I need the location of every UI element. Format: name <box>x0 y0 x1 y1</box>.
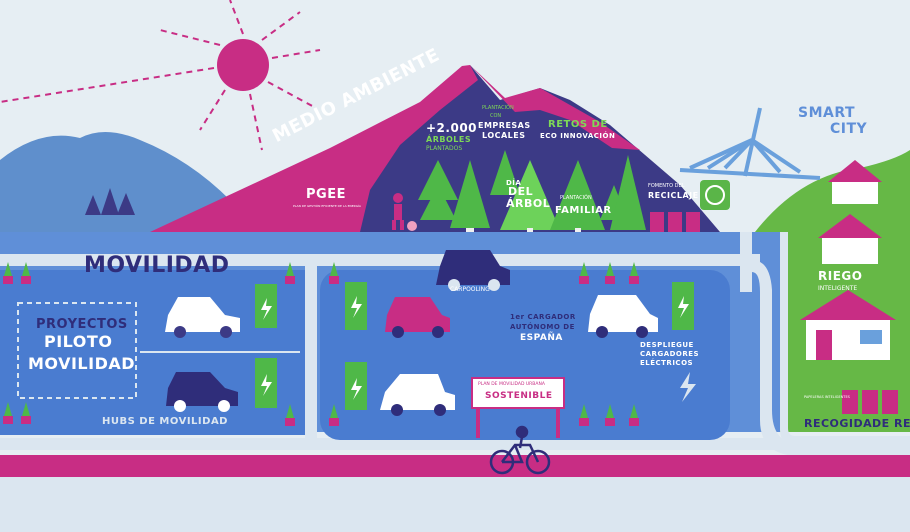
plant-icons <box>3 262 639 426</box>
proyectos-line1: PROYECTOS <box>36 317 128 332</box>
proyectos-frame <box>17 302 137 399</box>
despliegue-line1: DESPLIEGUE <box>640 341 694 349</box>
bridge-icon <box>679 107 821 180</box>
car-icon-4 <box>380 374 455 416</box>
plantacion-familiar-line1: PLANTACIÓN <box>560 195 592 201</box>
small-tree-icons <box>85 188 135 215</box>
pgee-title: PGEE <box>306 187 346 202</box>
dia-line2: DEL <box>508 185 534 198</box>
recycling-bin-icons <box>842 390 898 414</box>
house-icons <box>800 160 896 360</box>
despliegue-line2: CARGADORES <box>640 350 700 358</box>
plan-big: SOSTENIBLE <box>485 391 553 401</box>
cargador-line2: AUTÓNOMO DE <box>510 323 575 331</box>
plantacion-small2: CON <box>490 113 502 119</box>
recogida-label: RECOGIDA <box>804 417 873 430</box>
riego-line2: INTELIGENTE <box>818 285 858 292</box>
empresas-line2: LOCALES <box>482 131 526 140</box>
smart-city-line1: SMART <box>798 105 856 121</box>
proyectos-line2: PILOTO <box>44 332 113 351</box>
retos-line2: ECO INNOVACIÓN <box>540 132 616 140</box>
recycle-icon <box>700 180 730 210</box>
sun-icon <box>0 0 321 151</box>
car-icon-3 <box>385 297 450 338</box>
pgee-sign <box>290 185 358 231</box>
car-icon-5 <box>588 295 658 338</box>
car-icon <box>165 297 240 338</box>
pink-ridge <box>470 65 640 150</box>
carpooling-label: CARPOOLING <box>450 286 490 293</box>
pink-strip <box>0 455 910 477</box>
despliegue-line3: ELÉCTRICOS <box>640 359 694 367</box>
reciclaje-line2: RECICLAJE <box>648 191 699 200</box>
pgee-subtitle: PLAN DE GESTIÓN EFICIENTE DE LA ENERGÍA <box>293 204 361 208</box>
tree-icons <box>418 150 646 232</box>
cargador-line3: ESPAÑA <box>520 333 563 343</box>
lightning-icon-large <box>680 372 696 402</box>
plantacion-small1: PLANTACIÓN <box>482 105 514 111</box>
plan-sign <box>471 377 565 438</box>
arboles-line1: ÁRBOLES <box>426 135 472 144</box>
road-lines <box>0 232 910 450</box>
plantacion-familiar-line2: FAMILIAR <box>555 205 612 216</box>
blue-hill <box>0 131 230 232</box>
lightning-icons <box>261 296 689 400</box>
hubs-label: HUBS DE MOVILIDAD <box>102 416 228 427</box>
dia-line3: ÁRBOL <box>506 197 551 210</box>
empresas-line1: EMPRESAS <box>478 121 531 130</box>
reciclaje-line1: FOMENTO DEL <box>648 183 685 189</box>
gardener-icon <box>392 193 417 231</box>
carpool-car-icon <box>436 250 510 291</box>
cargador-line1: 1er CARGADOR <box>510 313 576 321</box>
smart-city-line2: CITY <box>830 121 868 137</box>
bicycle-icon <box>489 425 551 475</box>
bin-icons <box>650 212 700 232</box>
residuos-label: DE RES <box>872 417 910 430</box>
bottom-light <box>0 477 910 532</box>
proyectos-line3: MOVILIDAD <box>28 354 136 373</box>
dia-line1: DÍA <box>506 179 522 187</box>
contenedores-label: PAPELERAS INTELIGENTES <box>804 395 850 399</box>
zone-right-road <box>770 232 910 445</box>
road-curve <box>752 260 910 456</box>
arboles-count: +2.000 <box>426 121 478 135</box>
arboles-line2: PLANTADOS <box>426 145 463 152</box>
movilidad-title: MOVILIDAD <box>84 253 230 278</box>
retos-line1: RETOS DE <box>548 119 608 130</box>
car-icon-2 <box>166 372 238 412</box>
riego-line1: RIEGO <box>818 269 863 283</box>
plan-small: PLAN DE MOVILIDAD URBANA <box>478 382 545 387</box>
